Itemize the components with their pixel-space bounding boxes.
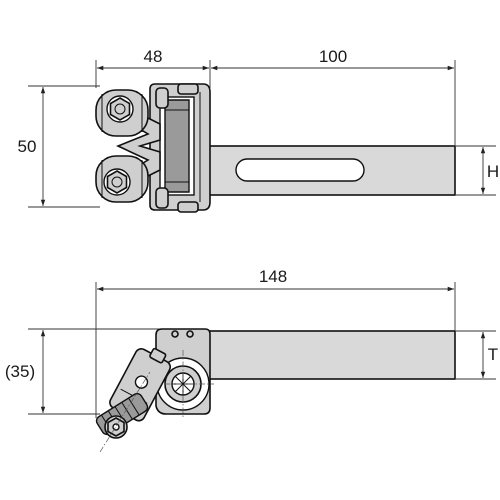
- shank-side: [204, 330, 456, 380]
- shank-slot: [235, 158, 365, 182]
- dim-label-48: 48: [144, 47, 163, 66]
- dim-label-h: H: [487, 162, 499, 181]
- dim-label-100: 100: [319, 47, 347, 66]
- head-screw-bottom: [155, 187, 169, 209]
- head-screw-top: [155, 87, 169, 109]
- dim-label-35: (35): [5, 362, 35, 381]
- top-view: 48 100 50 H: [18, 47, 499, 213]
- wheel-nut-side: [104, 415, 128, 439]
- side-view: 148 (35) T: [5, 267, 498, 453]
- dim-label-t: T: [488, 345, 498, 364]
- knurl-wheel-upper: [95, 89, 149, 137]
- dim-label-148: 148: [259, 267, 287, 286]
- knurl-wheel-lower: [95, 155, 149, 203]
- dim-label-50: 50: [18, 137, 37, 156]
